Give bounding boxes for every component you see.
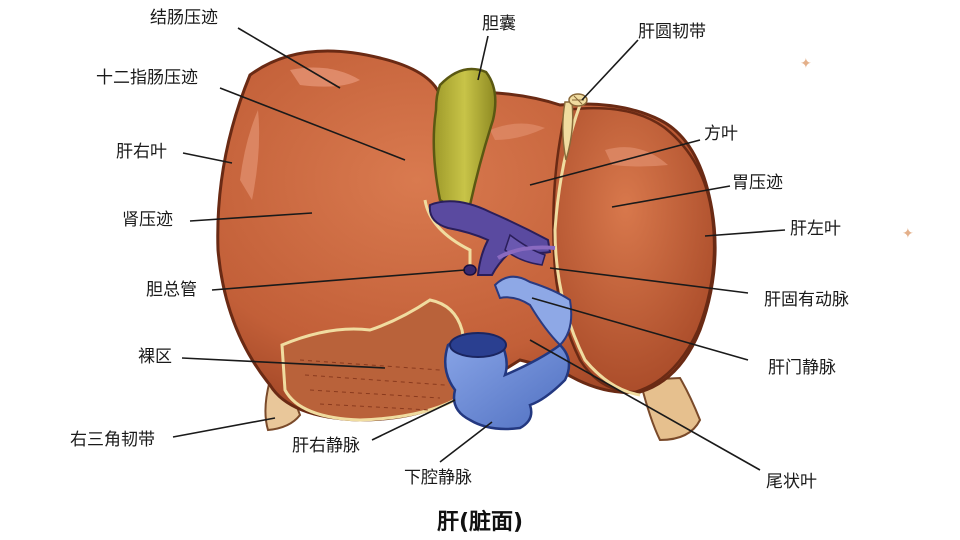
label-round-ligament: 肝圆韧带 — [638, 22, 706, 42]
label-gastric-impression: 胃压迹 — [732, 173, 783, 193]
sparkle-icon: ✦ — [902, 226, 914, 242]
label-inferior-vena-cava: 下腔静脉 — [404, 468, 472, 488]
left-lobe-shape — [552, 106, 716, 394]
highlight — [290, 67, 360, 87]
highlight — [490, 123, 545, 140]
label-renal-impression: 肾压迹 — [122, 210, 173, 230]
label-caudate-lobe: 尾状叶 — [766, 472, 817, 492]
diagram-title: 肝(脏面) — [436, 510, 524, 535]
label-duodenal-impression: 十二指肠压迹 — [96, 68, 198, 88]
highlight — [240, 110, 260, 200]
round-ligament-shape — [562, 101, 574, 161]
label-right-lobe: 肝右叶 — [116, 142, 167, 162]
ivc-opening — [449, 332, 507, 358]
left-corner-tissue-shape — [638, 376, 702, 442]
label-quadrate-lobe: 方叶 — [704, 124, 738, 144]
label-colon-impression: 结肠压迹 — [150, 8, 218, 28]
common-bile-duct-end — [463, 264, 477, 276]
portal-vein-shape — [428, 200, 552, 276]
leader-lines — [172, 27, 786, 471]
label-hepatic-artery-proper: 肝固有动脉 — [764, 290, 849, 310]
sparkle-icon: ✦ — [800, 56, 812, 72]
gallbladder-fossa-line — [423, 199, 472, 275]
label-right-hepatic-vein: 肝右静脉 — [292, 436, 360, 456]
inferior-vena-cava-shape — [443, 334, 571, 431]
hepatic-artery-shape — [496, 245, 556, 260]
round-ligament-fissure — [553, 104, 641, 397]
label-bare-area: 裸区 — [138, 347, 172, 367]
label-left-lobe: 肝左叶 — [790, 219, 841, 239]
label-portal-vein: 肝门静脉 — [768, 358, 836, 378]
label-common-bile-duct: 胆总管 — [146, 280, 197, 300]
caudate-vessel — [493, 275, 573, 347]
label-gallbladder: 胆囊 — [482, 14, 516, 34]
label-right-triangular-ligament: 右三角韧带 — [70, 430, 155, 450]
